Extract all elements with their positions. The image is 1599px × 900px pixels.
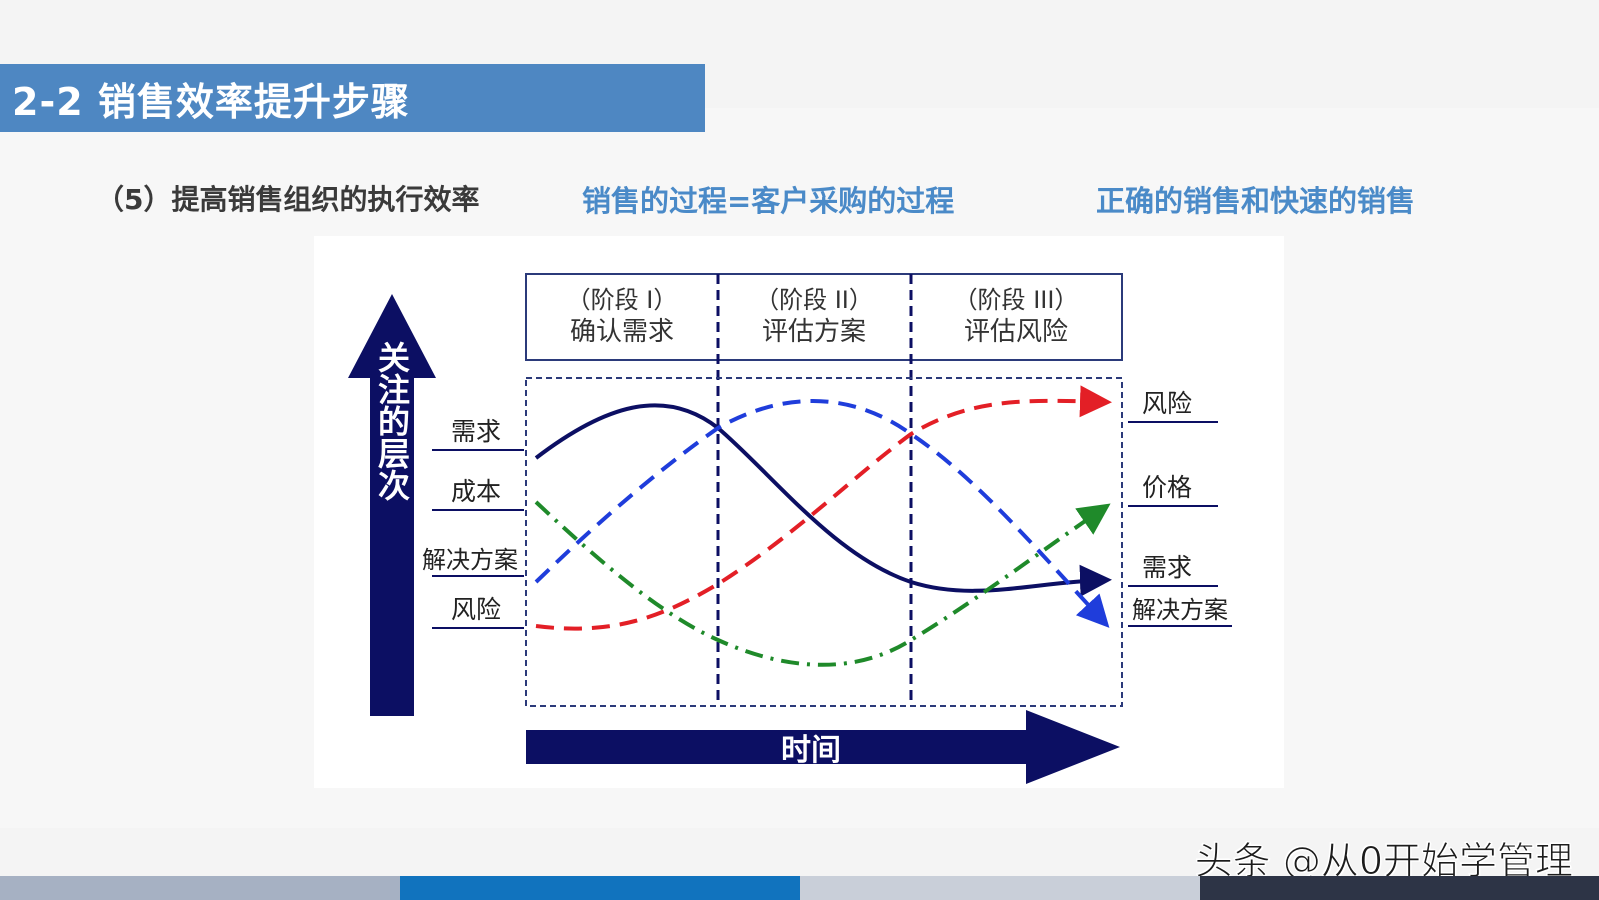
curve-risk bbox=[535, 385, 1112, 631]
right-label-price: 价格 bbox=[1142, 473, 1192, 502]
slide-title: 2-2 销售效率提升步骤 bbox=[12, 79, 410, 124]
right-label-solution: 解决方案 bbox=[1132, 596, 1228, 624]
sales-process-diagram: 关注的层次 时间 （阶段 I） 确认需求 （阶段 II） 评估方案 （阶段 II… bbox=[314, 236, 1284, 788]
plot-area-frame bbox=[525, 377, 1123, 707]
subheading-point: （5）提高销售组织的执行效率 bbox=[96, 183, 480, 216]
stage-2-name: 评估方案 bbox=[762, 317, 866, 347]
curve-cost-price bbox=[534, 500, 1111, 667]
title-bar: 2-2 销售效率提升步骤 bbox=[0, 64, 705, 132]
stage-1-name: 确认需求 bbox=[570, 317, 674, 347]
x-axis-label: 时间 bbox=[781, 733, 841, 768]
right-labels: 风险 价格 需求 解决方案 bbox=[1128, 389, 1232, 627]
left-label-risk: 风险 bbox=[451, 595, 501, 624]
stage-3-name: 评估风险 bbox=[964, 317, 1068, 347]
subheading-principle: 正确的销售和快速的销售 bbox=[1096, 184, 1416, 218]
footer-strip-1 bbox=[0, 876, 400, 900]
stage-header-box bbox=[525, 273, 1123, 361]
footer-strip-4 bbox=[1200, 876, 1599, 900]
left-label-cost: 成本 bbox=[451, 477, 501, 506]
footer-strip-3 bbox=[800, 876, 1200, 900]
footer-strip-2 bbox=[400, 876, 800, 900]
stage-1-label: （阶段 I） bbox=[567, 286, 678, 314]
curve-solution bbox=[534, 399, 1110, 628]
left-labels: 需求 成本 解决方案 风险 bbox=[422, 417, 524, 629]
left-label-need: 需求 bbox=[451, 417, 501, 446]
time-axis-arrow bbox=[526, 710, 1120, 784]
curve-need bbox=[534, 403, 1112, 597]
right-label-risk: 风险 bbox=[1142, 389, 1192, 418]
vertical-axis-arrow bbox=[348, 294, 436, 716]
stage-2-label: （阶段 II） bbox=[755, 286, 873, 314]
stage-3-label: （阶段 III） bbox=[954, 286, 1079, 314]
right-label-need: 需求 bbox=[1142, 553, 1192, 582]
y-axis-label: 关注的层次 bbox=[373, 341, 411, 502]
left-label-solution: 解决方案 bbox=[422, 546, 518, 574]
diagram-canvas: 关注的层次 时间 （阶段 I） 确认需求 （阶段 II） 评估方案 （阶段 II… bbox=[348, 273, 1232, 784]
subheading-equation: 销售的过程=客户采购的过程 bbox=[582, 184, 955, 218]
